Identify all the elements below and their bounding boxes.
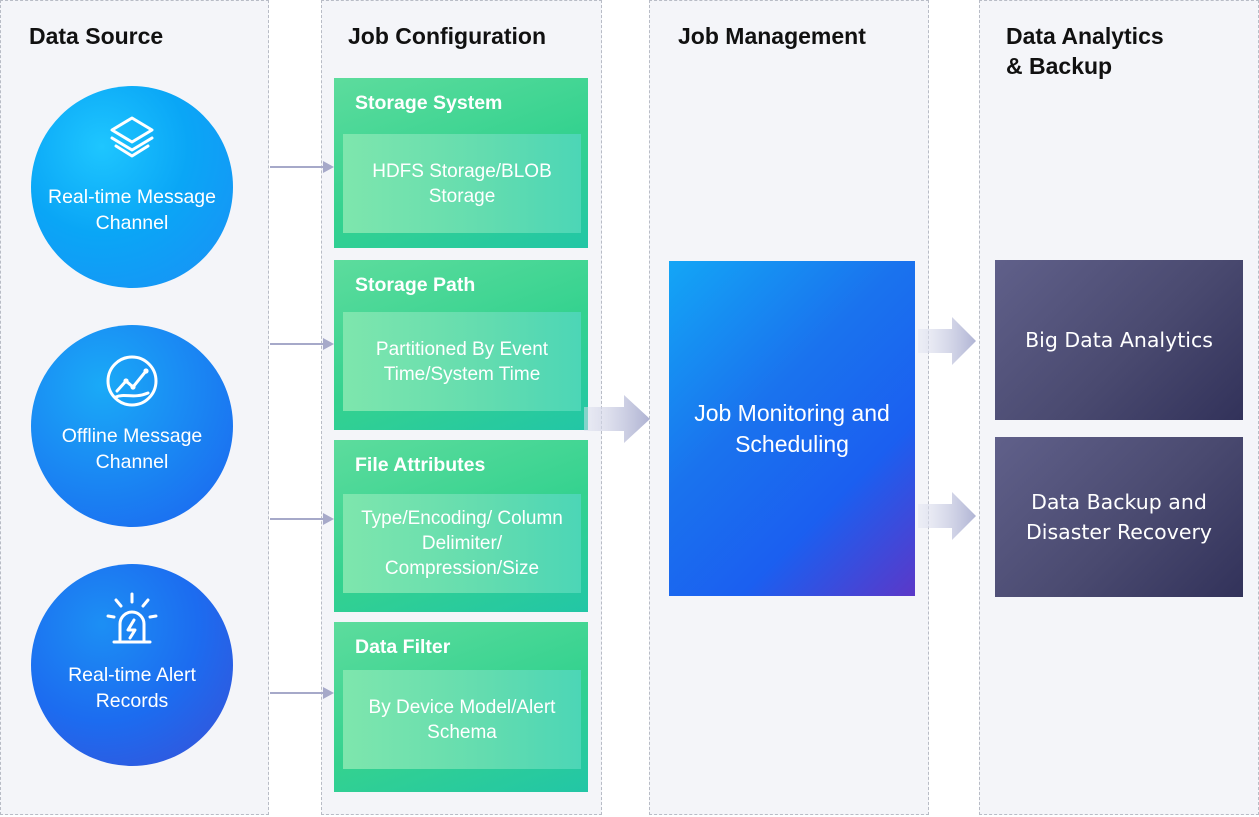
layers-icon — [110, 116, 154, 158]
config-file-attributes: File Attributes Type/Encoding/ Column De… — [334, 440, 588, 612]
flow-arrow-to-job — [584, 395, 650, 443]
flow-arrow-to-backup — [918, 492, 976, 540]
config-detail: Type/Encoding/ Column Delimiter/ Compres… — [343, 494, 581, 593]
output-data-backup: Data Backup and Disaster Recovery — [995, 437, 1243, 597]
job-configuration-heading: Job Configuration — [348, 23, 547, 49]
config-title: File Attributes — [355, 454, 486, 476]
connector-line — [270, 518, 324, 520]
connector-line — [270, 692, 324, 694]
connector-arrowhead — [323, 161, 334, 173]
config-data-filter: Data Filter By Device Model/Alert Schema — [334, 622, 588, 792]
config-storage-system: Storage System HDFS Storage/BLOB Storage — [334, 78, 588, 248]
source-label: Offline Message Channel — [61, 425, 203, 473]
job-management-heading: Job Management — [678, 23, 866, 49]
config-title: Storage Path — [355, 274, 476, 296]
source-label: Real-time Alert Records — [68, 664, 196, 712]
config-title: Storage System — [355, 92, 503, 114]
config-detail: By Device Model/Alert Schema — [343, 670, 581, 769]
connector-arrowhead — [323, 338, 334, 350]
alarm-light-icon — [106, 592, 158, 644]
output-big-data-analytics: Big Data Analytics — [995, 260, 1243, 420]
connector-line — [270, 343, 324, 345]
config-detail: Partitioned By Event Time/System Time — [343, 312, 581, 411]
flow-arrow-to-analytics — [918, 317, 976, 365]
data-analytics-heading: Data Analytics & Backup — [1006, 23, 1164, 79]
connector-arrowhead — [323, 687, 334, 699]
config-storage-path: Storage Path Partitioned By Event Time/S… — [334, 260, 588, 430]
source-offline-message: Offline Message Channel — [31, 325, 233, 527]
connector-line — [270, 166, 324, 168]
source-realtime-alert: Real-time Alert Records — [31, 564, 233, 766]
source-realtime-message: Real-time Message Channel — [31, 86, 233, 288]
config-title: Data Filter — [355, 636, 451, 658]
data-source-heading: Data Source — [29, 23, 164, 49]
config-detail: HDFS Storage/BLOB Storage — [343, 134, 581, 233]
connector-arrowhead — [323, 513, 334, 525]
trend-chart-icon — [106, 355, 158, 407]
source-label: Real-time Message Channel — [48, 186, 216, 234]
job-monitoring-box: Job Monitoring and Scheduling — [669, 261, 915, 596]
